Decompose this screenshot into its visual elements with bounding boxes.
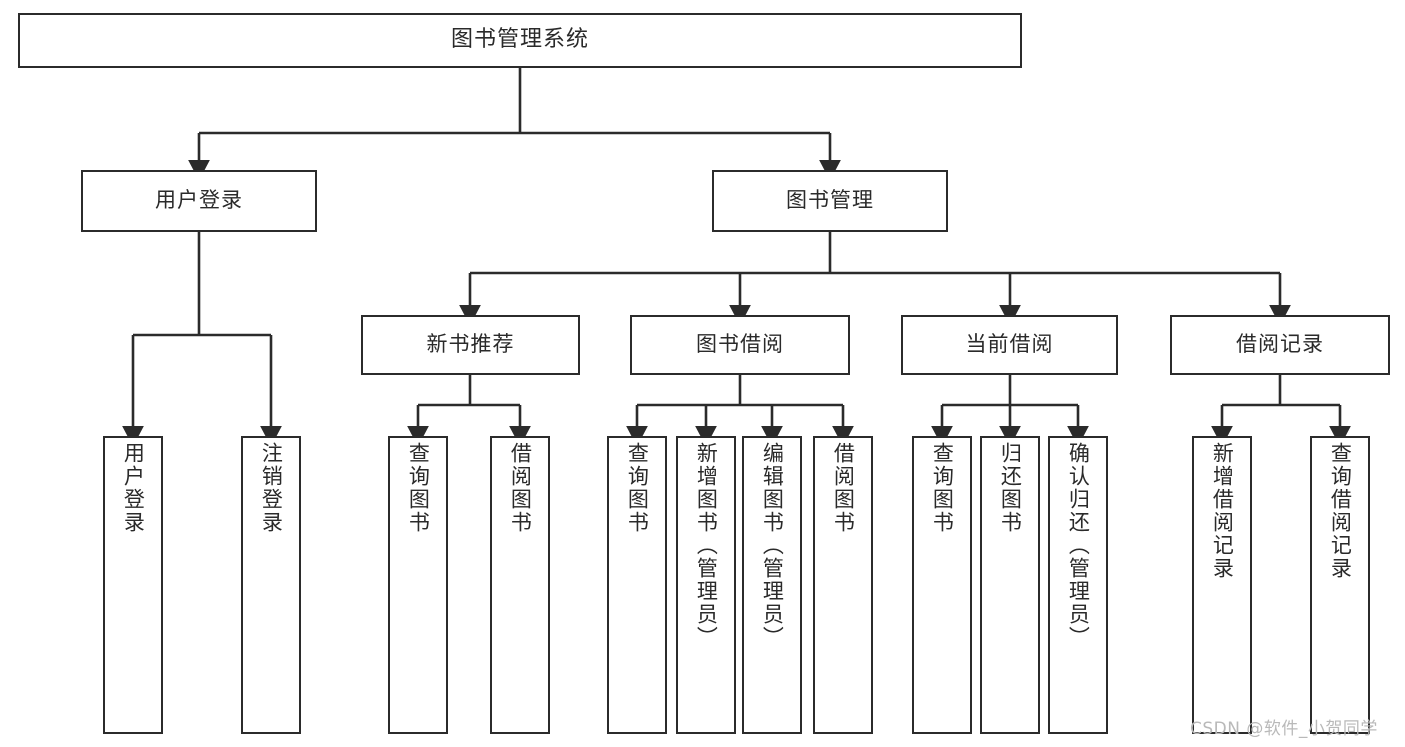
node-label: 新书推荐	[426, 332, 515, 357]
node-book-borrow[interactable]: 图书借阅	[630, 315, 850, 375]
node-label: 图书管理系统	[450, 27, 589, 53]
node-current-borrow[interactable]: 当前借阅	[901, 315, 1118, 375]
leaf-book-borrow-add-book-admin[interactable]: 新增图书（管理员）	[676, 436, 736, 734]
node-book-management[interactable]: 图书管理	[712, 170, 948, 232]
leaf-borrow-record-add-record[interactable]: 新增借阅记录	[1192, 436, 1252, 734]
node-new-book-recommend[interactable]: 新书推荐	[361, 315, 580, 375]
leaf-book-borrow-edit-book-admin[interactable]: 编辑图书（管理员）	[742, 436, 802, 734]
node-label: 借阅图书	[831, 442, 856, 534]
node-label: 确认归还（管理员）	[1066, 442, 1091, 649]
node-label: 当前借阅	[965, 332, 1054, 357]
node-label: 用户登录	[121, 442, 146, 534]
leaf-new-book-borrow-book[interactable]: 借阅图书	[490, 436, 550, 734]
node-label: 注销登录	[259, 442, 284, 534]
leaf-current-borrow-confirm-return-admin[interactable]: 确认归还（管理员）	[1048, 436, 1108, 734]
leaf-new-book-query-book[interactable]: 查询图书	[388, 436, 448, 734]
node-label: 归还图书	[998, 442, 1023, 534]
node-label: 查询图书	[406, 442, 431, 534]
leaf-borrow-record-query-record[interactable]: 查询借阅记录	[1310, 436, 1370, 734]
leaf-current-borrow-return-book[interactable]: 归还图书	[980, 436, 1040, 734]
node-label: 查询图书	[625, 442, 650, 534]
leaf-current-borrow-query-book[interactable]: 查询图书	[912, 436, 972, 734]
leaf-user-login-login[interactable]: 用户登录	[103, 436, 163, 734]
leaf-user-login-logout[interactable]: 注销登录	[241, 436, 301, 734]
node-label: 查询图书	[930, 442, 955, 534]
leaf-book-borrow-borrow-book[interactable]: 借阅图书	[813, 436, 873, 734]
node-borrow-record[interactable]: 借阅记录	[1170, 315, 1390, 375]
node-label: 图书管理	[786, 188, 874, 213]
node-label: 借阅记录	[1236, 332, 1324, 357]
leaf-book-borrow-query-book[interactable]: 查询图书	[607, 436, 667, 734]
node-label: 查询借阅记录	[1328, 442, 1353, 580]
node-label: 新增借阅记录	[1210, 442, 1235, 580]
node-label: 用户登录	[155, 188, 243, 213]
node-label: 借阅图书	[508, 442, 533, 534]
node-user-login[interactable]: 用户登录	[81, 170, 317, 232]
node-label: 新增图书（管理员）	[694, 442, 719, 649]
node-label: 图书借阅	[696, 332, 784, 357]
node-root-book-management-system[interactable]: 图书管理系统	[18, 13, 1022, 68]
csdn-watermark: CSDN @软件_小贺同学	[1190, 719, 1378, 739]
node-label: 编辑图书（管理员）	[760, 442, 785, 649]
